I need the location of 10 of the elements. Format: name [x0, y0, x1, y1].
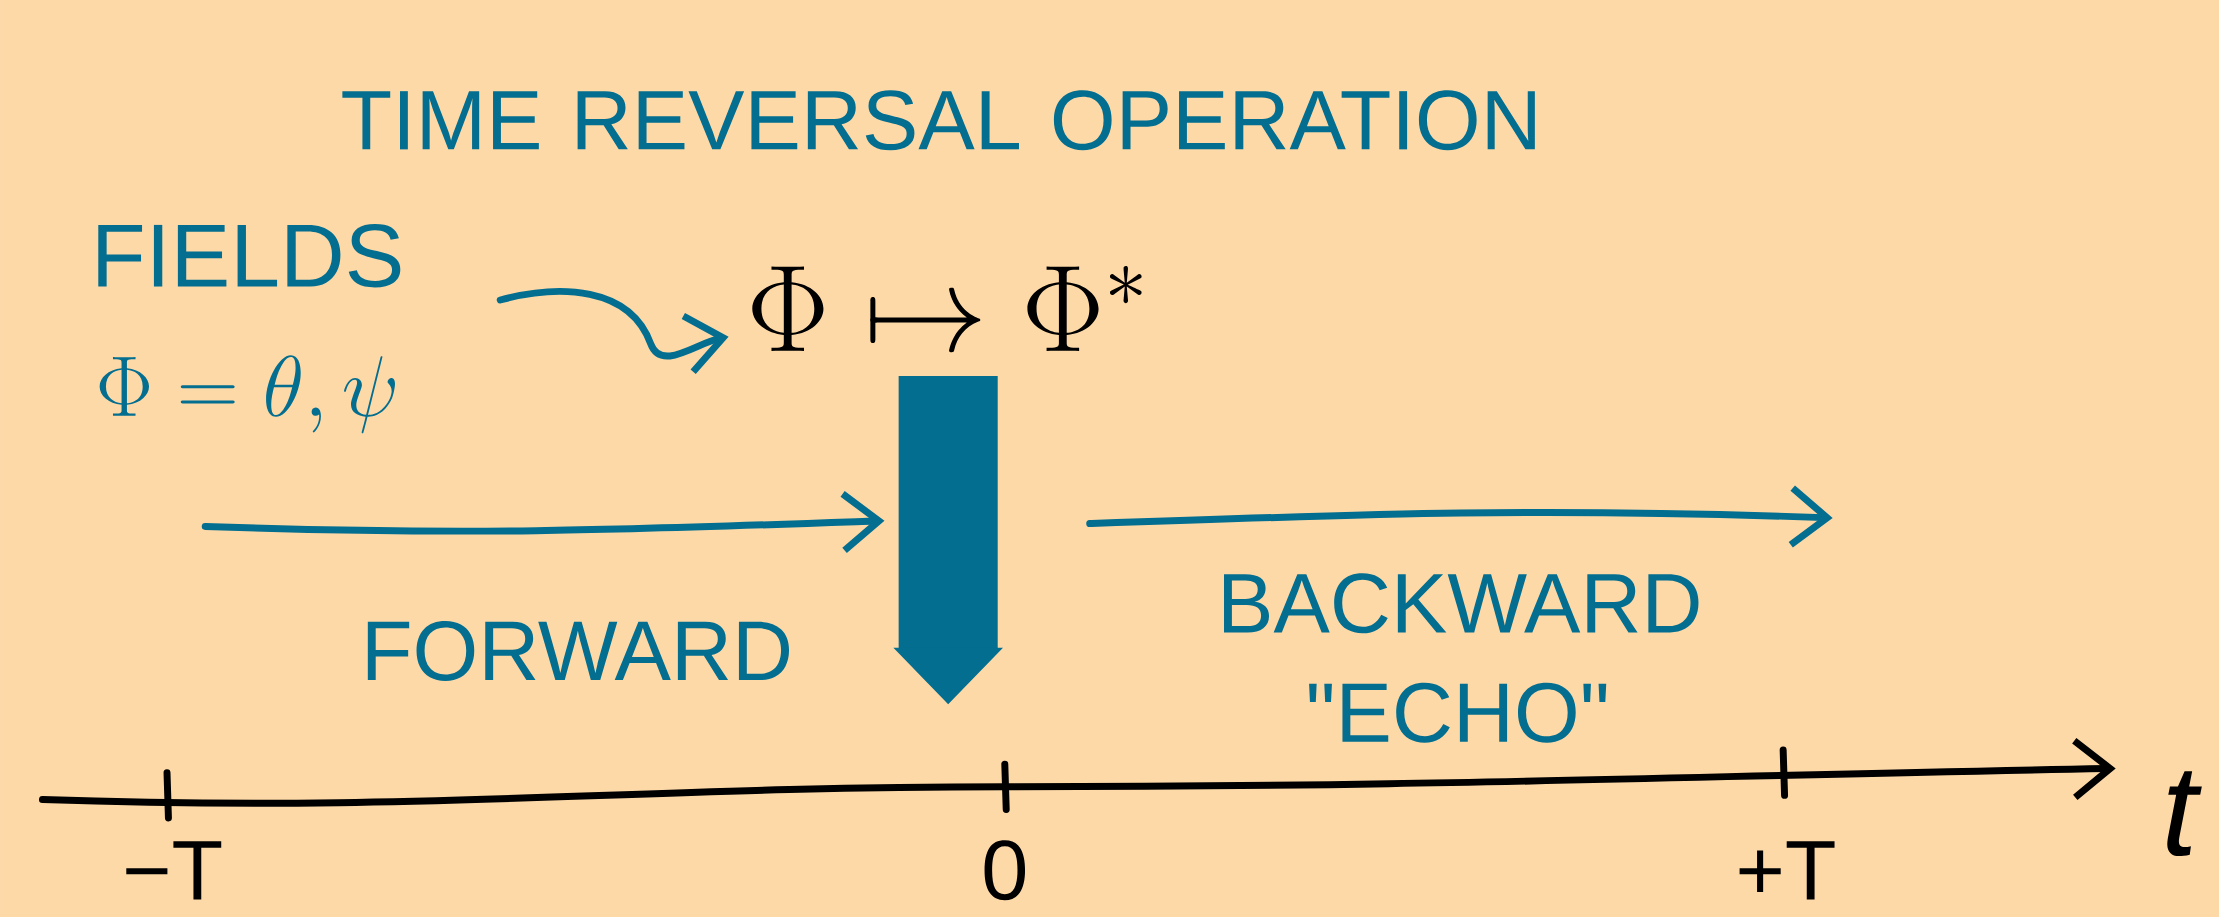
axis-label: t — [2167, 771, 2202, 857]
arrow — [496, 288, 729, 375]
field-definition: FIELDS $\Phi = \theta, \psi$ — [98, 223, 401, 434]
tick-label: 0 — [984, 840, 1026, 901]
tick-label: −T — [126, 841, 222, 900]
title: TIME REVERSAL OPERATION — [342, 90, 1535, 151]
region-label: BACKWARD "ECHO" — [1224, 573, 1699, 743]
region-label: FORWARD — [367, 621, 789, 681]
mapping-formula: $\Phi \mapsto \Phi^{*}$ — [752, 266, 1142, 353]
tick-label: +T — [1739, 841, 1835, 900]
